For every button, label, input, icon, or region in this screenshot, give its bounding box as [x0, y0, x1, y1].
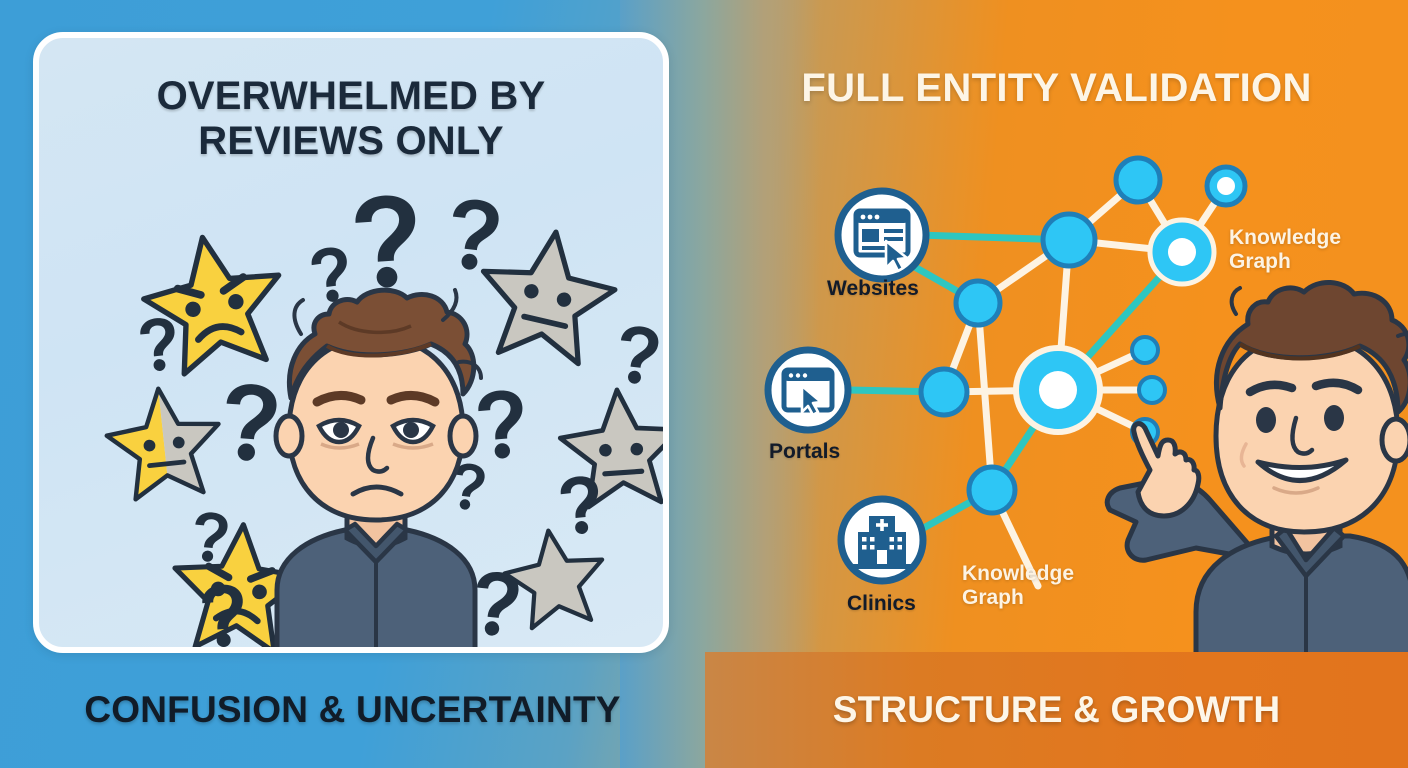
right-panel-title: FULL ENTITY VALIDATION — [801, 66, 1312, 110]
knowledge-graph-label-bottom: Knowledge Graph — [962, 562, 1074, 609]
star-rating-half-yellow-gray — [102, 383, 225, 502]
question-mark-icon-12 — [472, 569, 521, 638]
question-mark-icon-9 — [559, 474, 603, 536]
confused-reviews-illustration — [39, 193, 669, 647]
knowledge-graph-label-bottom-line-2: Graph — [962, 585, 1024, 609]
star-rating-blank-gray — [500, 524, 611, 631]
question-mark-icon-4 — [138, 316, 179, 373]
knowledge-graph-label-bottom-line-1: Knowledge — [962, 562, 1075, 585]
clinics-label: Clinics — [847, 592, 916, 615]
left-panel-title: OVERWHELMED BY REVIEWS ONLY — [39, 74, 663, 164]
right-panel-footer-label: STRUCTURE & GROWTH — [832, 689, 1281, 730]
left-panel-card: OVERWHELMED BY REVIEWS ONLY — [33, 32, 669, 653]
question-mark-icon-6 — [616, 324, 660, 386]
knowledge-graph-label-right-line-2: Graph — [1229, 249, 1291, 273]
star-rating-angry-yellow-1 — [135, 226, 293, 379]
knowledge-graph-label-right: Knowledge Graph — [1229, 226, 1341, 273]
left-panel-footer-label: CONFUSION & UNCERTAINTY — [84, 689, 621, 730]
question-mark-icon-7 — [476, 388, 527, 461]
knowledge-graph-label-right-line-1: Knowledge — [1229, 226, 1342, 249]
question-mark-icon-10 — [192, 511, 229, 564]
star-rating-neutral-gray-2 — [557, 386, 669, 509]
left-panel-title-line-1: OVERWHELMED BY — [156, 74, 546, 118]
left-panel-title-line-2: REVIEWS ONLY — [198, 118, 504, 163]
question-mark-icon-2 — [447, 197, 501, 273]
portals-label: Portals — [769, 440, 841, 463]
right-panel-footer: STRUCTURE & GROWTH — [705, 652, 1408, 768]
websites-label: Websites — [827, 277, 919, 300]
question-mark-icon-3 — [309, 245, 353, 305]
confused-man-character — [273, 287, 483, 647]
star-rating-neutral-gray-1 — [473, 223, 622, 367]
question-mark-icon-1 — [353, 193, 420, 290]
left-panel-footer: CONFUSION & UNCERTAINTY — [0, 652, 705, 768]
question-mark-icon-5 — [222, 382, 278, 463]
